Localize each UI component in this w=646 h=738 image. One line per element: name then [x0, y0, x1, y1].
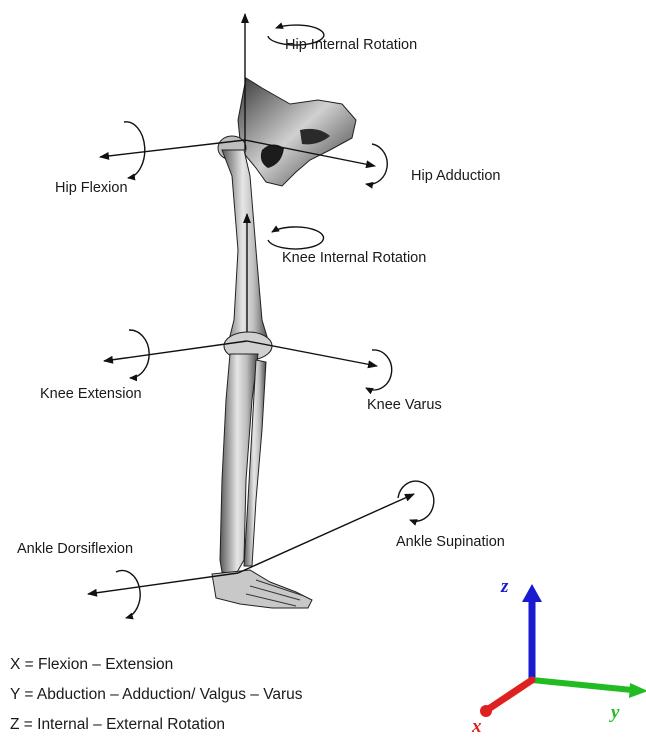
legend-x: X = Flexion – Extension — [10, 656, 173, 674]
label-knee-extension: Knee Extension — [40, 386, 142, 402]
y-axis-arrow — [532, 680, 632, 690]
label-hip-internal-rotation: Hip Internal Rotation — [285, 37, 417, 53]
coordinate-triad — [480, 584, 646, 717]
legend-y: Y = Abduction – Adduction/ Valgus – Varu… — [10, 686, 303, 704]
legend-z: Z = Internal – External Rotation — [10, 716, 225, 734]
x-axis-label: x — [472, 716, 482, 738]
label-ankle-dorsiflexion: Ankle Dorsiflexion — [17, 541, 133, 557]
label-hip-flexion: Hip Flexion — [55, 180, 128, 196]
x-axis-arrow — [490, 680, 532, 708]
z-axis-label: z — [501, 576, 508, 598]
label-knee-varus: Knee Varus — [367, 397, 442, 413]
label-knee-internal-rotation: Knee Internal Rotation — [282, 250, 426, 266]
label-ankle-supination: Ankle Supination — [396, 534, 505, 550]
y-axis-label: y — [611, 702, 619, 724]
label-hip-adduction: Hip Adduction — [411, 168, 500, 184]
knee-varus-arc — [366, 350, 392, 390]
ankle-supination-arc — [398, 481, 434, 521]
knee-rotation-arc — [268, 227, 324, 249]
ankle-dorsiflexion-arc — [116, 571, 140, 618]
femur-bone — [222, 150, 268, 344]
ankle-supination-axis — [238, 494, 414, 573]
knee-extension-arc — [129, 330, 149, 378]
pelvis-bone — [238, 78, 356, 186]
hip-flexion-arc — [124, 122, 145, 178]
